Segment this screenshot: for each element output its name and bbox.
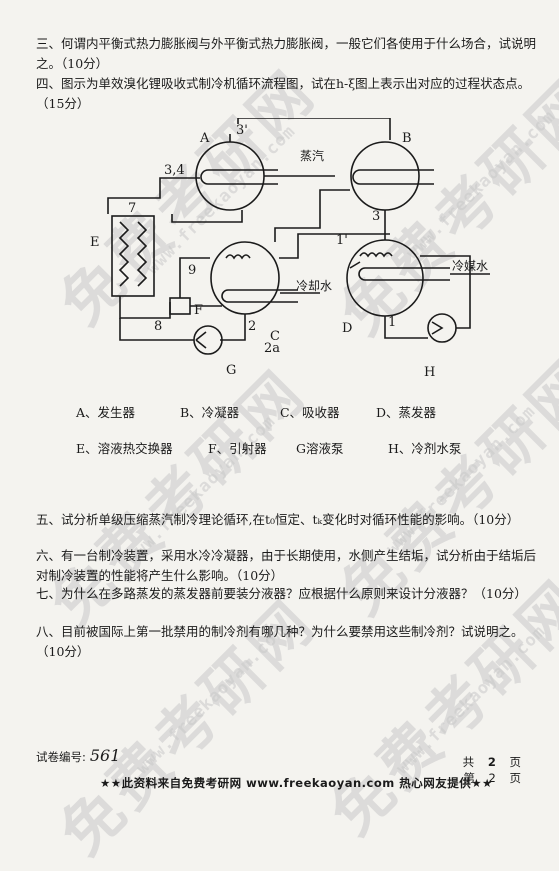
label-cooling-water: 冷却水 xyxy=(296,279,332,293)
watermark-url-middle-right: www.freekaoyan.com xyxy=(382,401,540,559)
exam-code-label: 试卷编号: xyxy=(36,750,86,764)
total-pages: 2 xyxy=(487,755,496,769)
exam-code: 试卷编号:561 xyxy=(36,746,120,765)
question-3: 三、何谓内平衡式热力膨胀阀与外平衡式热力膨胀阀，一般它们各使用于什么场合，试说明… xyxy=(36,36,537,71)
total-label: 共 xyxy=(462,755,475,769)
total-pages-line: 共 2 页 xyxy=(463,754,521,770)
label-7: 7 xyxy=(128,201,136,216)
label-e: E xyxy=(90,235,100,250)
question-5: 五、试分析单级压缩蒸汽制冷理论循环,在t₀恒定、tₖ变化时对循环性能的影响。（1… xyxy=(36,512,520,527)
legend-row-1: A、发生器 B、冷凝器 C、吸收器 D、蒸发器 xyxy=(76,402,436,421)
label-9: 9 xyxy=(188,263,196,278)
label-2a: 2a xyxy=(264,341,280,356)
legend-f: F、引射器 xyxy=(207,441,267,456)
label-b: B xyxy=(402,131,412,146)
label-3: 3 xyxy=(372,209,380,224)
label-c: C xyxy=(270,329,280,344)
watermark-bottom: 免费考研网 xyxy=(47,585,331,869)
vessel-a xyxy=(195,141,265,211)
source-banner: ★★此资料来自免费考研网 www.freekaoyan.com 热心网友提供★★ xyxy=(100,776,493,790)
label-3-4: 3,4 xyxy=(164,163,185,178)
heat-exchanger-e xyxy=(111,215,155,297)
label-1prime: 1' xyxy=(336,233,348,248)
question-4: 四、图示为单效溴化锂吸收式制冷机循环流程图，试在h-ξ图上表示出对应的过程状态点… xyxy=(36,76,531,111)
label-1: 1 xyxy=(388,315,396,330)
question-7: 七、为什么在多路蒸发的蒸发器前要装分液器？应根据什么原则来设计分液器？（10分） xyxy=(36,586,527,601)
absorption-chiller-diagram: A B C D E F G H 3' 3 3,4 7 8 9 2 2a 1 1'… xyxy=(90,118,490,380)
page-info: 共 2 页 第 2 页 xyxy=(463,754,521,786)
page-unit: 页 xyxy=(509,755,522,769)
ejector-f xyxy=(169,297,191,315)
label-8: 8 xyxy=(154,319,162,334)
label-3prime: 3' xyxy=(236,123,248,138)
question-8: 八、目前被国际上第一批禁用的制冷剂有哪几种？为什么要禁用这些制冷剂？试说明之。（… xyxy=(36,624,524,659)
watermark-url-middle: www.freekaoyan.com xyxy=(122,411,280,569)
label-d: D xyxy=(342,321,352,336)
legend-h: H、冷剂水泵 xyxy=(387,441,462,456)
vessel-d xyxy=(346,239,424,317)
legend-b: B、冷凝器 xyxy=(179,405,240,420)
label-2: 2 xyxy=(248,319,256,334)
label-a: A xyxy=(199,131,210,146)
legend-c: C、吸收器 xyxy=(279,405,340,420)
current-unit: 页 xyxy=(509,771,522,785)
legend-g: G溶液泵 xyxy=(295,441,344,456)
legend-d: D、蒸发器 xyxy=(375,405,436,420)
label-chilled-water: 冷媒水 xyxy=(452,259,488,273)
vessel-c xyxy=(210,241,280,315)
label-g: G xyxy=(226,363,236,378)
legend-row-2: E、溶液热交换器 F、引射器 G溶液泵 H、冷剂水泵 xyxy=(76,438,461,457)
vessel-b xyxy=(350,141,420,211)
current-page-line: 第 2 页 xyxy=(463,770,521,786)
label-h: H xyxy=(424,365,435,380)
pump-g xyxy=(193,325,223,355)
legend-a: A、发生器 xyxy=(76,405,136,420)
label-f: F xyxy=(194,303,203,318)
current-page: 2 xyxy=(488,771,496,785)
legend-e: E、溶液热交换器 xyxy=(76,441,173,456)
label-steam: 蒸汽 xyxy=(300,148,324,163)
current-label: 第 xyxy=(463,771,475,785)
question-6: 六、有一台制冷装置，采用水冷冷凝器，由于长期使用，水侧产生结垢，试分析由于结垢后… xyxy=(36,548,537,583)
exam-code-value: 561 xyxy=(89,746,121,765)
